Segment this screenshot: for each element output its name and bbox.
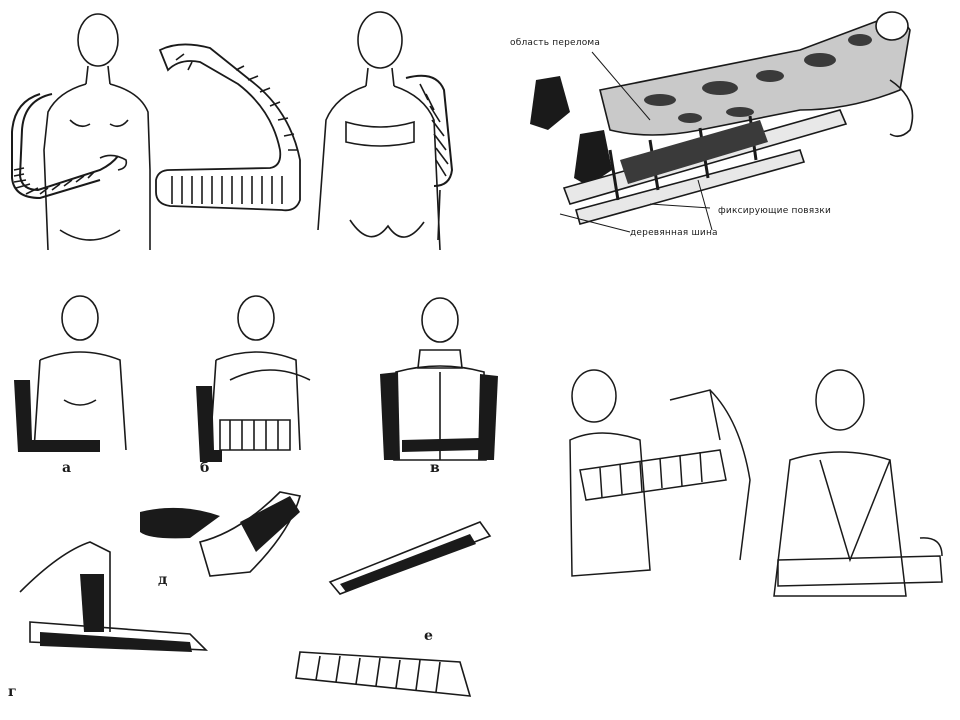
right-man-sling — [819, 459, 891, 563]
arm-d-outline — [198, 491, 302, 577]
label-fracture-area: область перелома — [510, 38, 601, 48]
arm-e-top-outline — [328, 521, 492, 595]
detached-splint-rungs — [171, 53, 298, 204]
boot-lower — [574, 130, 612, 186]
step-letter-a: а — [62, 460, 72, 476]
front-figure-neck — [85, 65, 111, 85]
left-man-arm-wraps — [599, 451, 703, 499]
figure-a-splint — [14, 380, 100, 452]
front-figure-torso — [43, 83, 151, 251]
right-man-torso — [773, 451, 907, 597]
figure-c-head — [421, 297, 459, 343]
soldier-hand — [889, 79, 914, 138]
raised-leg — [19, 541, 111, 632]
figure-c-forearm-splint — [402, 438, 480, 452]
leader-lines — [559, 51, 713, 233]
soldier-body — [599, 17, 911, 136]
label-wooden-splint: деревянная шина — [630, 228, 718, 238]
figure-c-left-sleeve — [380, 372, 400, 460]
figure-b-head — [237, 295, 275, 341]
arm-e-bottom-outline — [295, 651, 472, 697]
ladder-splint-drawing — [11, 11, 454, 251]
step-letter-e: е — [424, 628, 433, 644]
detached-splint-outline — [155, 43, 301, 212]
figure-b-splint — [196, 386, 222, 462]
figure-a-head — [61, 295, 99, 341]
arm-sling-illustration — [550, 360, 960, 600]
ladder-splint-illustration — [0, 0, 480, 260]
helper-arm — [669, 389, 751, 561]
back-figure-head — [357, 11, 403, 69]
step-letter-g: г — [8, 684, 17, 700]
right-man-head — [815, 369, 865, 431]
wooden-board-2 — [575, 149, 806, 225]
figure-c-right-splint — [478, 374, 498, 460]
wooden-splint-illustration: область перелома фиксирующие повязки дер… — [500, 0, 960, 260]
front-splint-rungs — [13, 167, 95, 195]
leg-boot — [80, 574, 104, 632]
back-figure-torso — [317, 85, 441, 251]
soldier-head — [875, 11, 909, 41]
arm-e-bottom-wraps — [315, 655, 441, 693]
arm-bandage-steps-drawing — [14, 295, 498, 462]
bandage-roll — [140, 507, 220, 539]
back-splint-rungs — [419, 83, 449, 177]
right-man-forearm — [777, 555, 943, 587]
lower-leg-outline — [29, 621, 209, 651]
step-letter-d: д — [158, 572, 168, 588]
arm-d-splint — [240, 496, 300, 552]
leg-splint — [40, 632, 192, 652]
left-man-head — [571, 369, 617, 423]
arm-bandage-steps-illustration: а б в — [0, 290, 520, 480]
step-letter-v: в — [430, 460, 440, 476]
arm-sling-drawing — [569, 369, 943, 597]
leg-camo — [620, 120, 768, 184]
boot-upper — [530, 76, 570, 130]
camo-pattern — [644, 34, 872, 123]
right-man-elbow-wrap — [919, 537, 943, 557]
lying-soldier-drawing — [530, 11, 914, 233]
back-figure-bandage — [345, 120, 415, 147]
limb-splint-steps-drawing — [19, 491, 492, 697]
left-man-torso — [569, 432, 651, 577]
arm-e-top-splint — [340, 534, 476, 592]
left-man-splinted-arm — [579, 449, 727, 501]
front-figure-head — [77, 13, 119, 67]
limb-splint-steps-illustration: г д е — [0, 482, 540, 720]
step-letter-b: б — [200, 460, 210, 476]
label-fixing-bandages: фиксирующие повязки — [718, 206, 832, 216]
